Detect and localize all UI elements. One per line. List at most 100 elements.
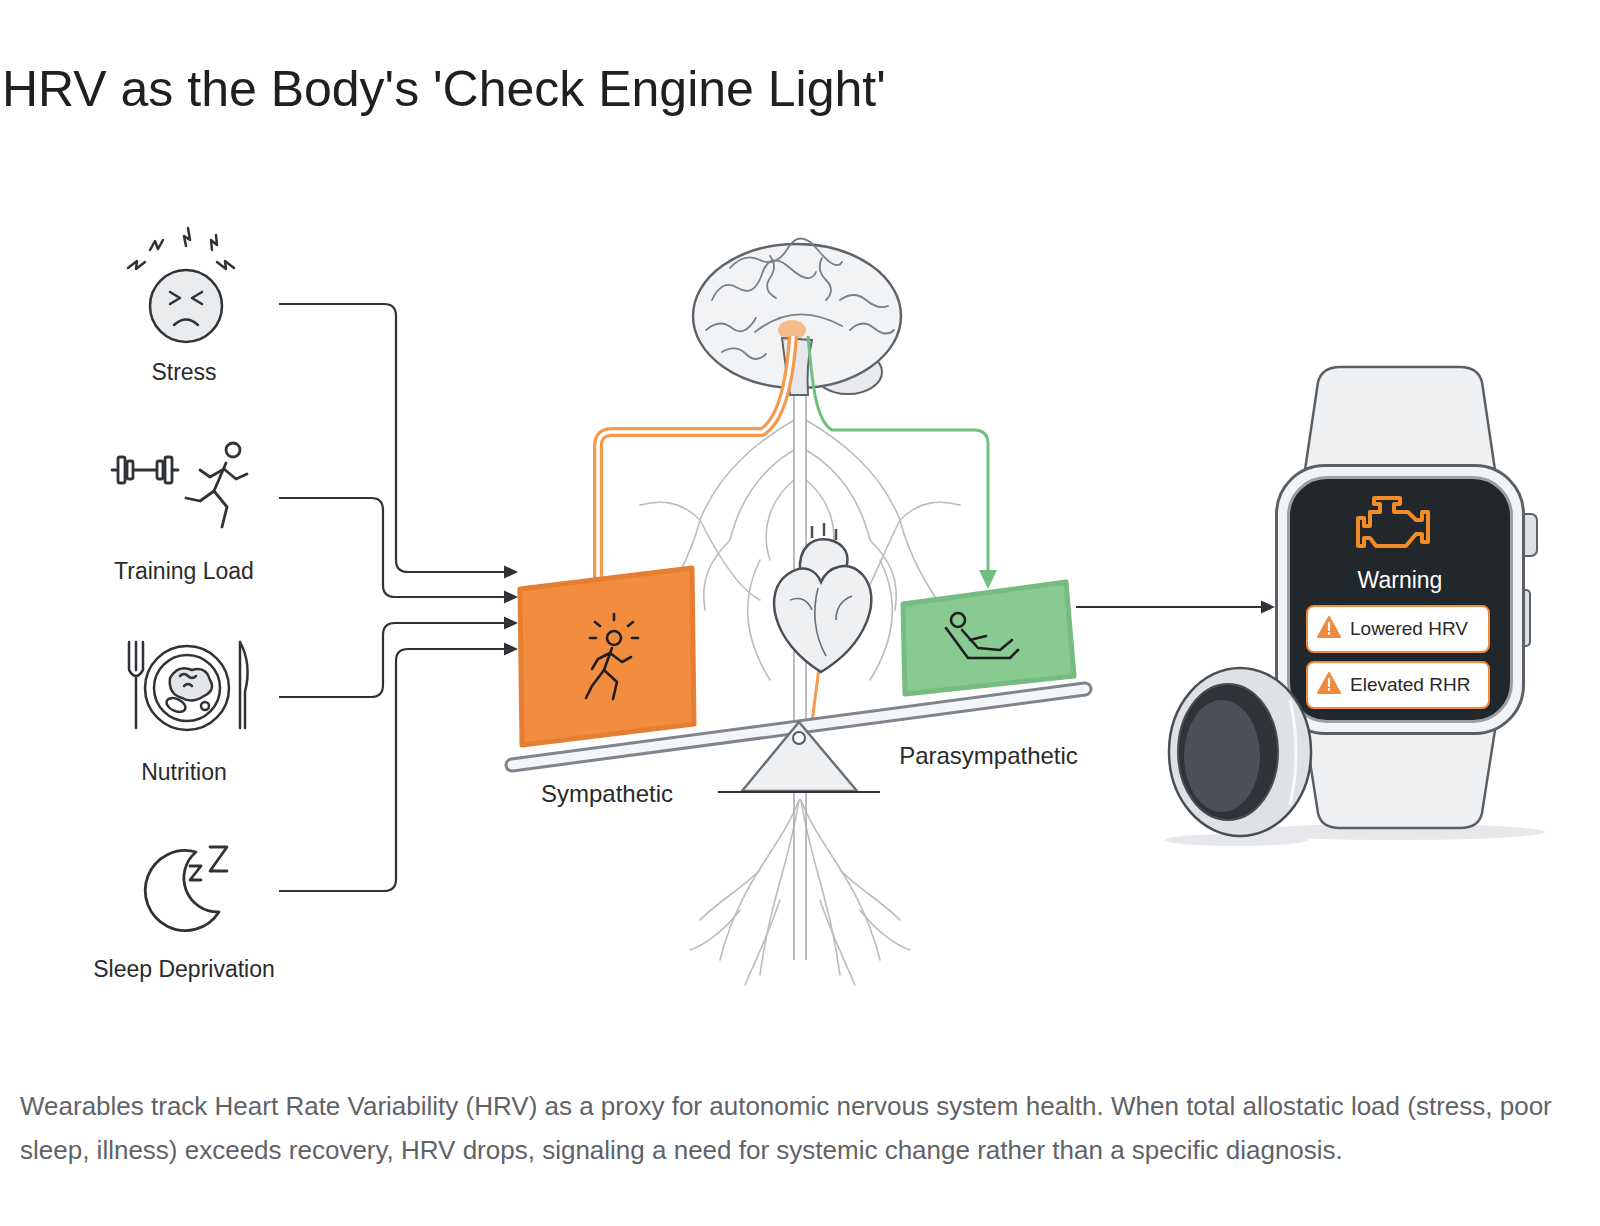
- heart: [774, 566, 871, 672]
- food: [170, 668, 212, 700]
- arrowhead: [504, 617, 518, 630]
- nutrition-icon: [129, 642, 248, 730]
- gyrus: [706, 318, 756, 331]
- face-mouth: [174, 320, 198, 326]
- node-label: Sympathetic: [498, 780, 716, 808]
- box-outline: [903, 582, 1074, 694]
- plate: [145, 646, 229, 730]
- box-outline: [520, 568, 694, 745]
- sleep-z: [210, 847, 227, 871]
- sleep-z: [190, 866, 201, 880]
- connector-line: [1076, 606, 1263, 608]
- node-label: Stress: [59, 358, 309, 386]
- warning-triangle: [1318, 673, 1340, 693]
- nerve: [704, 540, 730, 610]
- stress-bolt: [184, 228, 190, 246]
- nerve: [870, 560, 892, 680]
- heart-detail: [790, 588, 852, 656]
- person-arm: [970, 636, 986, 640]
- arrowhead: [504, 566, 518, 579]
- nerve: [720, 800, 799, 960]
- connector-line: [279, 498, 506, 597]
- gyrus: [730, 238, 842, 268]
- alert-badge: Elevated RHR: [1306, 661, 1490, 709]
- arrowhead: [504, 591, 518, 604]
- watch-warning-text: Warning: [1278, 566, 1522, 594]
- aorta-branches: [812, 523, 836, 540]
- alert-text: Elevated RHR: [1350, 663, 1470, 707]
- runner-legs: [186, 491, 227, 527]
- connector: [279, 498, 518, 604]
- gyrus: [820, 258, 831, 300]
- smart-ring: [1169, 668, 1311, 836]
- connector-line: [279, 304, 506, 572]
- dumbbell-plate: [127, 461, 133, 479]
- fork: [129, 642, 143, 728]
- nerve: [766, 480, 794, 560]
- box-shape: [518, 566, 696, 747]
- person-torso: [604, 648, 612, 670]
- dumbbell-plate: [165, 457, 172, 483]
- food-item: [164, 695, 187, 714]
- person-legs: [586, 670, 617, 699]
- stress-icon: [128, 228, 234, 342]
- arrowhead: [1261, 601, 1275, 614]
- gyrus: [712, 260, 816, 300]
- training-load-node: Training Load: [89, 415, 279, 577]
- gyrus: [767, 256, 776, 298]
- node-label: Sleep Deprivation: [59, 955, 309, 983]
- connector: [279, 617, 518, 698]
- parasympathetic-pathway: [808, 336, 988, 572]
- nerve: [748, 560, 770, 680]
- nerve: [801, 800, 840, 975]
- alert-text: Lowered HRV: [1350, 607, 1468, 651]
- nerve: [700, 520, 760, 600]
- spinal-cord: [793, 395, 795, 960]
- warning-mark: [1328, 679, 1330, 690]
- runner-arms: [200, 469, 247, 479]
- parasympathetic-arrowhead: [979, 570, 997, 589]
- stress-bolt: [211, 235, 217, 250]
- warning-triangle: [1318, 617, 1340, 637]
- spinal-cord: [805, 395, 807, 960]
- person-body: [962, 630, 1012, 650]
- moon: [145, 851, 219, 931]
- dumbbell-plate: [118, 457, 125, 483]
- smart-ring-highlight: [1290, 700, 1296, 805]
- diagram-caption: Wearables track Heart Rate Variability (…: [20, 1084, 1588, 1172]
- nerve: [820, 900, 855, 985]
- connector: [1076, 601, 1275, 614]
- diagram-title: HRV as the Body's 'Check Engine Light': [2, 60, 886, 118]
- sympathetic-pathway: [598, 336, 793, 590]
- person-head: [607, 631, 621, 645]
- active-person-icon: [586, 614, 638, 699]
- runner-head: [226, 443, 240, 457]
- energy-rays: [590, 614, 638, 638]
- box-shape: [901, 580, 1076, 696]
- ground-line: [718, 791, 880, 793]
- nerve: [900, 502, 960, 520]
- connector-line: [279, 649, 506, 891]
- nerve: [806, 450, 870, 540]
- fulcrum: [742, 722, 857, 791]
- stress-bolt: [150, 240, 163, 250]
- runner-torso: [214, 463, 226, 491]
- connector: [279, 304, 518, 579]
- recliner: [946, 628, 1018, 658]
- node-label: Nutrition: [59, 758, 309, 786]
- nerve: [840, 870, 900, 920]
- stress-bolt: [217, 261, 234, 269]
- nerve: [700, 870, 760, 920]
- nerve: [760, 800, 799, 975]
- gyrus: [840, 295, 888, 307]
- fulcrum-pivot: [793, 732, 805, 744]
- sympathetic-pathway-inner: [598, 336, 793, 590]
- nerve: [806, 420, 900, 520]
- arrowhead: [504, 643, 518, 656]
- food-item: [201, 702, 209, 710]
- ring-shadow: [1164, 834, 1308, 846]
- nutrition-node: Nutrition: [89, 616, 279, 778]
- node-label: Training Load: [59, 557, 309, 585]
- smart-ring-inner-surface: [1184, 700, 1260, 812]
